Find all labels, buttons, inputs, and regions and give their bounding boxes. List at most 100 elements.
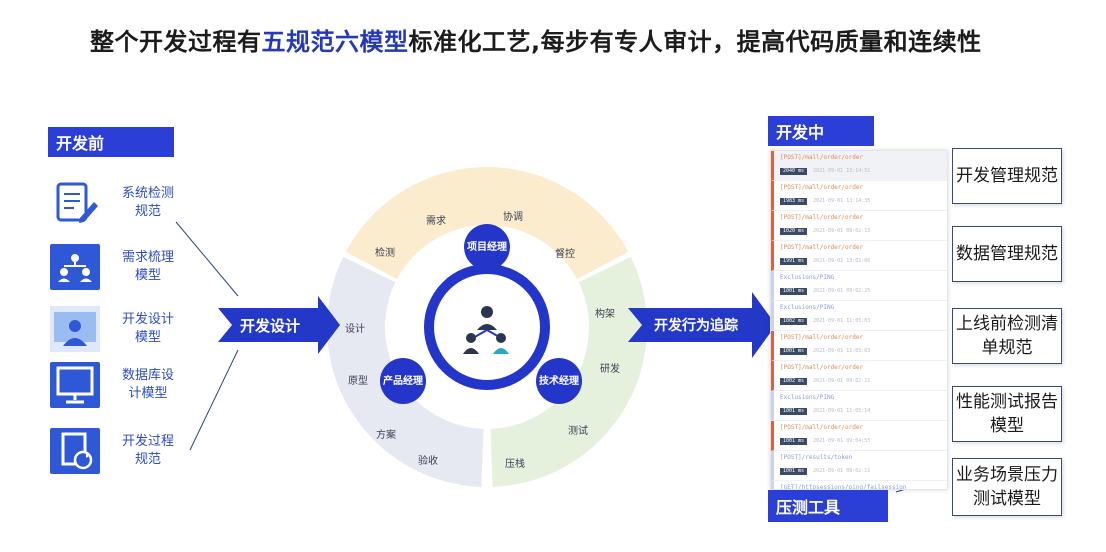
log-path: [POST]/mall/order/order [780, 214, 864, 221]
log-timestamp: 2021-09-01 13:01:06 [813, 258, 871, 264]
left-item-label: 开发设计模型 [121, 312, 174, 345]
log-row[interactable]: Exclusions/PING 1001 ms 2021-09-01 09:02:2… [771, 271, 947, 301]
log-timestamp: 2021-09-01 11:05:03 [813, 348, 871, 354]
left-item-db-design: 数据库设计模型 [50, 358, 210, 412]
log-duration-badge: 1002 ms [780, 317, 808, 325]
section-before-dev: 开发前 [48, 127, 174, 157]
spec-box-dev-management: 开发管理规范 [952, 148, 1062, 204]
headline-pre: 整个开发过程有 [90, 28, 262, 56]
ring-segment-left [327, 256, 484, 487]
stage-top-1: 需求 [426, 216, 446, 227]
log-meta: 1002 ms 2021-09-01 09:02:11 [780, 377, 941, 385]
log-path: [POST]/mall/order/order [780, 184, 864, 191]
log-duration-badge: 1001 ms [780, 287, 808, 295]
arrow-design-label: 开发设计 [240, 317, 301, 335]
role-tech-manager: 技术经理 [536, 358, 582, 404]
arrow-track-shape [628, 292, 776, 358]
log-path: Exclusions/PING [780, 274, 835, 281]
file-refresh-icon [50, 428, 100, 474]
left-item-label: 开发过程规范 [121, 434, 174, 467]
log-meta: 1020 ms 2021-09-01 09:02:13 [780, 227, 941, 235]
connector-line-bottom [189, 349, 239, 451]
log-duration-badge: 1001 ms [780, 467, 808, 475]
log-duration-badge: 1001 ms [780, 437, 808, 445]
user-screen-icon [50, 306, 100, 352]
log-meta: 1001 ms 2021-09-01 09:04:55 [780, 437, 941, 445]
log-path: [POST]/mall/order/order [780, 364, 864, 371]
arrow-design-shape [218, 296, 340, 354]
org-chart-icon [50, 244, 100, 290]
ring-segment-right [490, 256, 647, 487]
log-timestamp: 2021-09-01 09:02:13 [813, 228, 871, 234]
log-path: Exclusions/PING [780, 394, 835, 401]
left-item-dev-process: 开发过程规范 [50, 424, 210, 478]
stage-left-4: 验收 [418, 456, 438, 467]
left-item-system-check: 系统检测规范 [50, 176, 210, 230]
log-meta: 1001 ms 2021-09-01 11:05:03 [780, 347, 941, 355]
left-item-label: 需求梳理模型 [121, 250, 174, 283]
log-path: [POST]/mall/order/order [780, 244, 864, 251]
headline-highlight: 五规范六模型 [261, 28, 409, 56]
role-product-manager: 产品经理 [380, 358, 426, 404]
role-project-manager: 项目经理 [464, 224, 510, 270]
stage-left-3: 方案 [376, 430, 396, 441]
log-row[interactable]: [POST]/mall/order/order 1020 ms 2021-09-01… [771, 211, 947, 241]
log-timestamp: 2021-09-01 09:02:11 [813, 378, 871, 384]
log-row[interactable]: [GET]/httpsessions/ping/failsession1001 … [771, 481, 947, 490]
log-duration-badge: 1001 ms [780, 347, 808, 355]
monitor-icon [50, 362, 100, 408]
log-duration-badge: 1002 ms [780, 377, 808, 385]
log-timestamp: 2021-09-01 11:05:14 [813, 408, 871, 414]
log-meta: 1983 ms 2021-09-01 13:14:35 [780, 197, 941, 205]
log-row[interactable]: [POST]/mall/order/order 1983 ms 2021-09-01… [771, 181, 947, 211]
spec-box-stress-test: 业务场景压力测试模型 [952, 458, 1062, 516]
document-pen-icon [50, 180, 100, 226]
log-row[interactable]: [POST]/results/token 1001 ms 2021-09-01 09… [771, 451, 947, 481]
log-timestamp: 2021-09-01 11:05:03 [813, 318, 871, 324]
arrow-track-label: 开发行为追踪 [654, 318, 738, 334]
left-item-label: 数据库设计模型 [121, 368, 174, 401]
log-path: [POST]/results/token [780, 454, 853, 461]
log-duration-badge: 1020 ms [780, 227, 808, 235]
spec-box-perf-report: 性能测试报告模型 [952, 386, 1062, 442]
spec-box-prelaunch-check: 上线前检测清单规范 [952, 308, 1062, 364]
log-meta: 1001 ms 2021-09-01 09:02:25 [780, 287, 941, 295]
log-row[interactable]: [POST]/mall/order/order 1001 ms 2021-09-01… [771, 421, 947, 451]
stage-top-2: 协调 [503, 212, 523, 223]
stage-left-2: 原型 [348, 376, 368, 387]
log-row[interactable]: Exclusions/PING 1002 ms 2021-09-01 11:05:0… [771, 301, 947, 331]
log-row[interactable]: [POST]/mall/order/order 1002 ms 2021-09-01… [771, 361, 947, 391]
log-timestamp: 2021-09-01 09:02:25 [813, 288, 871, 294]
log-timestamp: 2021-09-01 09:04:55 [813, 438, 871, 444]
stage-top-4: 督控 [555, 249, 575, 260]
log-path: Exclusions/PING [780, 304, 835, 311]
connector-line-top [175, 221, 239, 297]
section-stress-tool: 压测工具 [768, 490, 888, 522]
log-duration-badge: 2040 ms [780, 167, 808, 175]
headline-post: 标准化工艺,每步有专人审计，提高代码质量和连续性 [408, 28, 982, 56]
page-headline: 整个开发过程有五规范六模型标准化工艺,每步有专人审计，提高代码质量和连续性 [90, 22, 982, 57]
log-path: [POST]/mall/order/order [780, 334, 864, 341]
log-timestamp: 2021-09-01 13:14:51 [813, 168, 871, 174]
log-meta: 1002 ms 2021-09-01 11:05:03 [780, 317, 941, 325]
log-path: [GET]/httpsessions/ping/failsession [780, 484, 907, 490]
stage-right-3: 测试 [568, 426, 588, 437]
trace-log-panel[interactable]: [POST]/mall/order/order 2040 ms 2021-09-01… [770, 150, 948, 490]
stage-top-3: 检测 [375, 248, 395, 259]
log-row[interactable]: [POST]/mall/order/order 1001 ms 2021-09-01… [771, 331, 947, 361]
log-meta: 1001 ms 2021-09-01 09:02:11 [780, 467, 941, 475]
log-path: [POST]/mall/order/order [780, 424, 864, 431]
stage-left-1: 设计 [345, 324, 365, 335]
ring-segment-top [345, 167, 629, 280]
log-duration-badge: 1983 ms [780, 197, 808, 205]
log-timestamp: 2021-09-01 09:02:11 [813, 468, 871, 474]
section-during-dev: 开发中 [768, 116, 874, 146]
team-icon [463, 306, 509, 354]
log-timestamp: 2021-09-01 13:14:35 [813, 198, 871, 204]
